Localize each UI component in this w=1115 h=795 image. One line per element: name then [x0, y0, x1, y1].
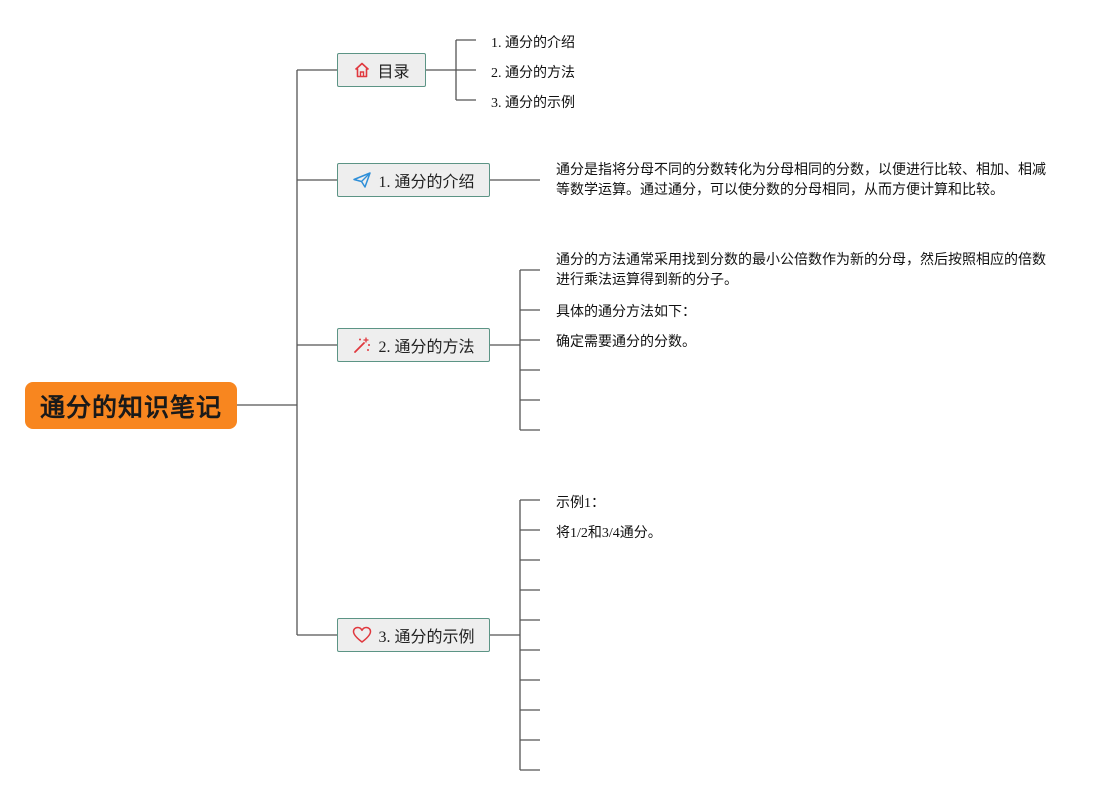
method-description: 通分的方法通常采用找到分数的最小公倍数作为新的分母，然后按照相应的倍数进行乘法运…: [556, 253, 1046, 288]
example-title: 示例1：: [556, 496, 605, 511]
branch-example[interactable]: 3. 通分的示例: [337, 618, 490, 652]
magic-wand-icon: [354, 337, 371, 353]
toc-item-example[interactable]: 3. 通分的示例: [491, 96, 575, 111]
branch-toc[interactable]: 目录: [337, 53, 426, 87]
branch-intro-label: 1. 通分的介绍: [378, 174, 475, 191]
branch-example-label: 3. 通分的示例: [378, 629, 475, 646]
home-icon: [355, 62, 370, 78]
heart-icon: [353, 626, 372, 643]
root-node[interactable]: 通分的知识笔记: [25, 382, 237, 429]
branch-method[interactable]: 2. 通分的方法: [337, 328, 490, 362]
paper-plane-icon: [353, 172, 372, 188]
branch-intro[interactable]: 1. 通分的介绍: [337, 163, 490, 197]
method-step-1: 确定需要通分的分数。: [556, 335, 696, 350]
intro-description: 通分是指将分母不同的分数转化为分母相同的分数，以便进行比较、相加、相减等数学运算…: [556, 163, 1046, 198]
method-steps-intro: 具体的通分方法如下：: [556, 305, 696, 320]
toc-item-intro[interactable]: 1. 通分的介绍: [491, 36, 575, 51]
branch-method-label: 2. 通分的方法: [378, 339, 475, 356]
example-task: 将1/2和3/4通分。: [556, 526, 662, 541]
branch-toc-label: 目录: [377, 64, 410, 81]
root-label: 通分的知识笔记: [39, 392, 222, 422]
toc-item-method[interactable]: 2. 通分的方法: [491, 66, 575, 81]
